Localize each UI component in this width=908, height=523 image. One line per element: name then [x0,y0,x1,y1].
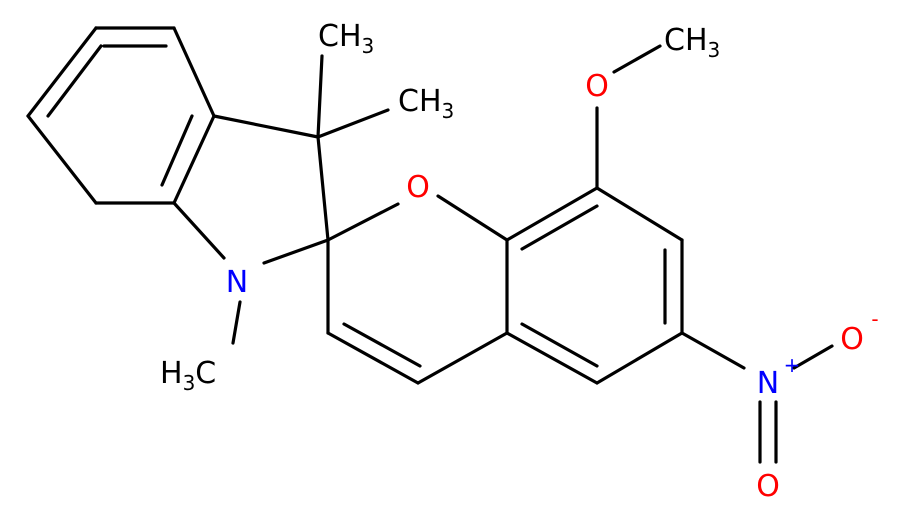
pyran-ring [326,194,509,385]
bond-c3-methyl-upper [316,54,324,139]
atom-o-nitro-minus-charge: - [871,307,878,331]
bond-o-ch3-methoxy [612,44,662,74]
methyl-c3-lower-label: CH3 [398,84,454,123]
atom-n-nitro-label: N [757,366,779,401]
bond-c6-n-nitro [680,331,746,370]
atom-n-nitro-charge: + [784,353,801,377]
bond-c3-methyl-lower [316,108,390,139]
atom-o-methoxy-label: O [585,69,609,104]
atom-o-ring-label: O [406,170,430,205]
atom-o-nitro-minus: O - [840,307,878,357]
atom-o-nitro-double-label: O [756,469,780,504]
methyl-n-label: H3C [160,356,216,395]
methyl-c3-upper-label: CH3 [318,19,374,58]
atom-o-nitro-minus-label: O [840,322,864,357]
atom-n1-label: N [226,265,248,300]
atom-n-nitro: N + [757,353,801,401]
bond-n-methyl [231,300,242,345]
bond-n-o-minus [792,344,834,370]
methyl-methoxy-label: CH3 [664,23,720,62]
benzene-ring-indoline [26,26,216,205]
benzene-ring-chromene [505,186,684,385]
indoline-five-ring [172,114,330,265]
